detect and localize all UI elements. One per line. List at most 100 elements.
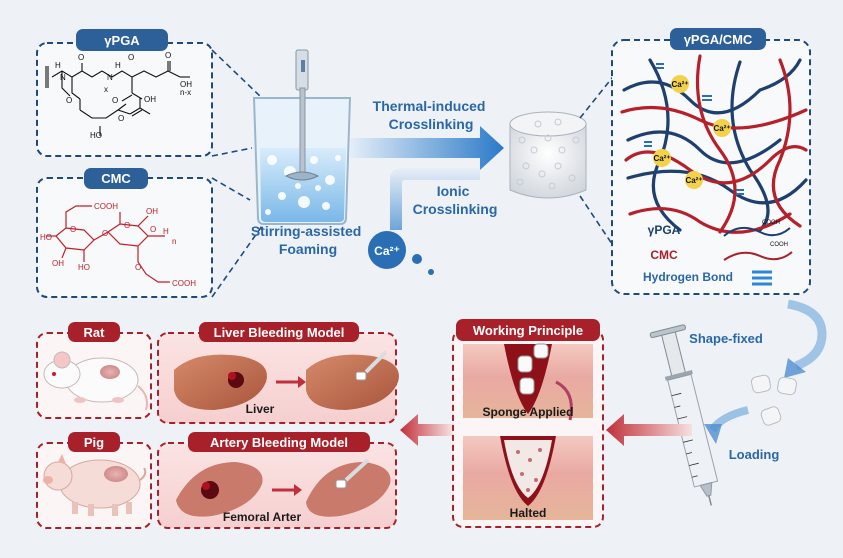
- legend-hbond-label: Hydrogen Bond: [643, 270, 733, 284]
- liver-caption: Liver: [246, 402, 275, 416]
- ypga-atom-o6: O: [118, 114, 124, 123]
- apply-arrow: [606, 414, 692, 446]
- network-panel: γPGA/CMC Ca²⁺ Ca²⁺ Ca²⁺: [611, 28, 811, 295]
- cmc-atom-cooh1: COOH: [94, 202, 118, 211]
- artery-model-title-pill: [188, 432, 370, 452]
- working-principle-panel: Working Principle Sponge Applied Halted: [452, 319, 604, 528]
- ypga-atom-oh1: OH: [180, 80, 192, 89]
- legend-ypga-glyph: [723, 226, 791, 237]
- hydrogen-bond-marks: [644, 63, 744, 195]
- cmc-structure-panel: CMC COOH COOH O O O O O HO HO OH OH: [36, 168, 213, 298]
- step-ionic-line1: Ionic: [437, 183, 470, 199]
- ypga-atom-oh2: OH: [144, 95, 156, 104]
- thigh-before: [176, 462, 263, 517]
- cmc-atom-labels: COOH COOH O O O O O HO HO OH OH H n: [40, 202, 196, 288]
- legend-cmc-label: CMC: [650, 248, 678, 262]
- network-ca-4: Ca²⁺: [685, 176, 702, 185]
- working-principle-pill: [456, 319, 600, 341]
- network-legend: γPGA COOH CMC COOH Hydrogen Bond: [643, 220, 793, 286]
- rat-illustration: [43, 351, 148, 411]
- ypga-atom-o5: O: [66, 96, 72, 105]
- ypga-atom-o3: O: [165, 51, 171, 60]
- loading-label: Loading: [729, 447, 780, 462]
- network-ca-3: Ca²⁺: [653, 154, 670, 163]
- step-foaming-line1: Stirring-assisted: [251, 223, 361, 239]
- step-foaming-label: Stirring-assisted Foaming: [251, 223, 365, 257]
- ypga-atom-o1: O: [78, 53, 84, 62]
- polymer-chains: [620, 54, 808, 234]
- step-foaming-line2: Foaming: [279, 241, 337, 257]
- legend-cmc-glyph: [723, 251, 793, 261]
- cmc-atom-o1: O: [70, 225, 76, 234]
- model-arrow: [400, 414, 452, 446]
- cmc-skeleton: [46, 205, 170, 283]
- ionic-crosslinking-arrow: [390, 168, 480, 230]
- ypga-atom-labels: H N N H x O O O OH n-x OH O O HO O: [55, 51, 192, 140]
- network-ca-2: Ca²⁺: [713, 124, 730, 133]
- thermal-crosslinking-arrow: [350, 126, 504, 170]
- working-principle-title: Working Principle: [473, 323, 583, 338]
- ypga-chain-5: [626, 169, 808, 205]
- pig-panel: Pig: [36, 432, 152, 529]
- network-title-pill: [670, 28, 766, 50]
- stirrer-shaft: [299, 87, 306, 181]
- cmc-atom-o2: O: [102, 229, 108, 238]
- ypga-atom-x: x: [104, 85, 108, 94]
- ypga-title: γPGA: [104, 33, 140, 48]
- ypga-atom-o2: O: [128, 53, 134, 62]
- ypga-chain-1: [622, 58, 802, 115]
- cmc-atom-h: H: [163, 227, 169, 236]
- liver-model-title: Liver Bleeding Model: [214, 325, 345, 340]
- ypga-atom-n1: N: [60, 73, 66, 82]
- calcium-ion-label: Ca²⁺: [374, 244, 400, 258]
- cmc-atom-ho1: HO: [40, 233, 52, 242]
- ypga-atom-h2: H: [115, 61, 121, 70]
- halted-sponge-dots: [516, 448, 542, 492]
- calcium-ion-badge: Ca²⁺: [368, 231, 434, 275]
- sponge-pores: [516, 118, 580, 190]
- ypga-structure-panel: γPGA H N N H x O O: [36, 29, 213, 157]
- ypga-atom-nx: n-x: [180, 88, 191, 97]
- pig-title: Pig: [84, 435, 104, 450]
- pig-illustration: [43, 454, 147, 516]
- liver-model-panel: Liver Bleeding Model Liver: [157, 322, 399, 424]
- cmc-atom-cooh2: COOH: [172, 279, 196, 288]
- artery-model-title: Artery Bleeding Model: [210, 435, 348, 450]
- sponge-applied-caption: Sponge Applied: [483, 405, 574, 419]
- calcium-crosslinks: Ca²⁺ Ca²⁺ Ca²⁺ Ca²⁺: [653, 75, 731, 189]
- cmc-title: CMC: [101, 171, 131, 186]
- artery-model-panel: Artery Bleeding Model Femoral Arter: [157, 432, 397, 529]
- legend-hbond-glyph: [752, 270, 772, 286]
- shape-fixed-label: Shape-fixed: [689, 331, 763, 346]
- cmc-atom-oh1: OH: [52, 259, 64, 268]
- cmc-chain-1: [620, 105, 808, 130]
- beaker-foaming-illustration: [252, 49, 352, 225]
- legend-glyph-cooh-2: COOH: [770, 242, 788, 248]
- legend-glyph-cooh-1: COOH: [762, 220, 780, 226]
- step-thermal-line2: Crosslinking: [389, 116, 474, 132]
- cmc-atom-o5: O: [135, 263, 141, 272]
- panel-connectors-left: [211, 49, 263, 298]
- ypga-chain-4: [730, 60, 770, 232]
- cmc-chain-3: [695, 54, 737, 234]
- sponge-cylinder: [509, 111, 587, 199]
- thigh-after: [306, 462, 391, 517]
- step-thermal-line1: Thermal-induced: [373, 98, 486, 114]
- syringe-illustration: [649, 324, 719, 506]
- cmc-title-pill: [84, 168, 148, 189]
- cmc-atom-o4: O: [150, 225, 156, 234]
- ypga-skeleton: [45, 61, 190, 136]
- step-ionic-line2: Crosslinking: [413, 201, 498, 217]
- ypga-chain-2: [626, 130, 782, 165]
- step-ionic-label: Ionic Crosslinking: [413, 183, 498, 217]
- cmc-chain-2: [624, 145, 808, 185]
- legend-ypga-label: γPGA: [648, 223, 681, 237]
- step-thermal-label: Thermal-induced Crosslinking: [373, 98, 490, 132]
- cmc-atom-o3: O: [124, 221, 130, 230]
- network-title: γPGA/CMC: [684, 32, 753, 47]
- rat-panel: Rat: [36, 322, 152, 419]
- pig-title-pill: [68, 432, 120, 452]
- cmc-atom-oh2: OH: [146, 207, 158, 216]
- ypga-atom-n2: N: [107, 73, 113, 82]
